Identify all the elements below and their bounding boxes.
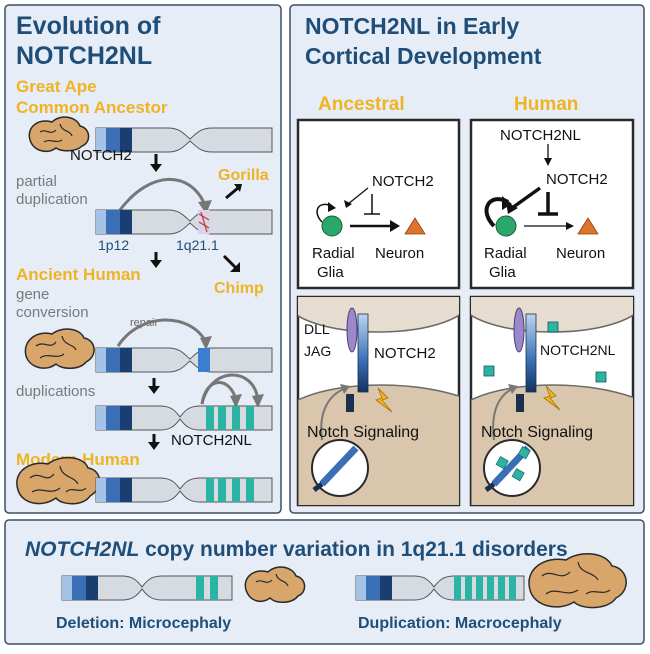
- col-human-label: Human: [514, 94, 578, 115]
- human-glia-label: Glia: [489, 264, 516, 281]
- human-diagram-box: [469, 118, 635, 290]
- brain-icon-medium: [24, 328, 95, 369]
- repair-arc: [116, 318, 208, 347]
- partial-label-line1: partial: [16, 173, 57, 190]
- right-title-line1: NOTCH2NL in Early: [305, 13, 519, 39]
- human-radial-label: Radial: [484, 245, 527, 262]
- human-notch2-label: NOTCH2: [546, 171, 608, 188]
- human-ligand: [513, 307, 525, 353]
- human-neuron-label: Neuron: [556, 245, 605, 262]
- bottom-title-rest: copy number variation in 1q21.1 disorder…: [139, 538, 567, 561]
- human-signal-bolt-icon: [543, 385, 561, 411]
- brain-icon-microcephaly: [244, 566, 306, 603]
- brain-icon-macrocephaly: [528, 553, 627, 609]
- partial-label-line2: duplication: [16, 191, 88, 208]
- human-radial-glia-cell: [495, 215, 517, 237]
- ancestral-diagram-box: [296, 118, 461, 290]
- ancestral-notch-signaling-label: Notch Signaling: [307, 424, 419, 441]
- chromosome-ancestor: [95, 127, 273, 153]
- gorilla-label: Gorilla: [218, 167, 269, 184]
- inhibition-mark: [364, 194, 380, 215]
- duplications-label: duplications: [16, 383, 95, 400]
- right-title-line2: Cortical Development: [305, 43, 542, 69]
- dup-arc-2: [200, 373, 260, 405]
- col-ancestral-label: Ancestral: [318, 94, 405, 115]
- human-notch-receptor: [525, 313, 537, 393]
- ancestral-radial-label: Radial: [312, 245, 355, 262]
- ancient-human-label: Ancient Human: [16, 265, 141, 284]
- duplication-label: Duplication: Macrocephaly: [358, 615, 562, 632]
- signal-bolt-icon: [375, 387, 393, 413]
- locus-1p12: 1p12: [98, 237, 129, 253]
- human-inhibition-mark: [538, 192, 558, 216]
- bottom-title: NOTCH2NL copy number variation in 1q21.1…: [25, 538, 568, 561]
- ancestor-label-line1: Great Ape: [16, 77, 97, 96]
- human-notch2nl-label: NOTCH2NL: [500, 127, 581, 144]
- arrow-gorilla: [225, 186, 239, 200]
- chromosome-duplications: [95, 405, 273, 431]
- ancestral-notch2-label: NOTCH2: [372, 173, 434, 190]
- ancestor-label-line2: Common Ancestor: [16, 98, 168, 117]
- chromosome-duplication: [355, 575, 525, 601]
- human-notch-signaling-label: Notch Signaling: [481, 424, 593, 441]
- chromosome-deletion: [61, 575, 233, 601]
- notch2nl-protein: [547, 321, 559, 333]
- ancestral-receptor-label: NOTCH2: [374, 345, 436, 362]
- bottom-title-gene: NOTCH2NL: [25, 538, 139, 561]
- jag-label: JAG: [304, 343, 331, 359]
- left-title-line2: NOTCH2NL: [16, 42, 152, 70]
- human-signal-arrow: [492, 387, 515, 441]
- dll-label: DLL: [304, 321, 330, 337]
- radial-glia-cell: [321, 215, 343, 237]
- deletion-label: Deletion: Microcephaly: [56, 615, 231, 632]
- chromosome-partial-dup: [95, 209, 273, 235]
- ancestral-glia-label: Glia: [317, 264, 344, 281]
- notch2-receptor: [357, 313, 369, 393]
- neuron-triangle: [404, 217, 426, 235]
- arrow-chimp: [222, 254, 238, 270]
- human-neuron-triangle: [577, 217, 599, 235]
- gene-conv-line1: gene: [16, 286, 49, 303]
- ancestral-neuron-label: Neuron: [375, 245, 424, 262]
- locus-1q21: 1q21.1: [176, 237, 219, 253]
- brain-icon-small: [28, 116, 90, 153]
- notch2-gene-label: NOTCH2: [70, 147, 132, 164]
- notch2nl-gene-label: NOTCH2NL: [171, 432, 252, 449]
- ancestral-signal-arrow: [320, 387, 347, 441]
- chromosome-modern: [95, 477, 273, 503]
- human-receptor-label: NOTCH2NL: [540, 342, 616, 358]
- chimp-label: Chimp: [214, 280, 264, 297]
- duplication-arc: [118, 177, 207, 211]
- bottom-panel: [4, 519, 645, 645]
- gene-conv-line2: conversion: [16, 304, 89, 321]
- chromosome-gene-conversion: [95, 347, 273, 373]
- dll-jag-ligand: [346, 307, 358, 353]
- left-title-line1: Evolution of: [16, 12, 161, 40]
